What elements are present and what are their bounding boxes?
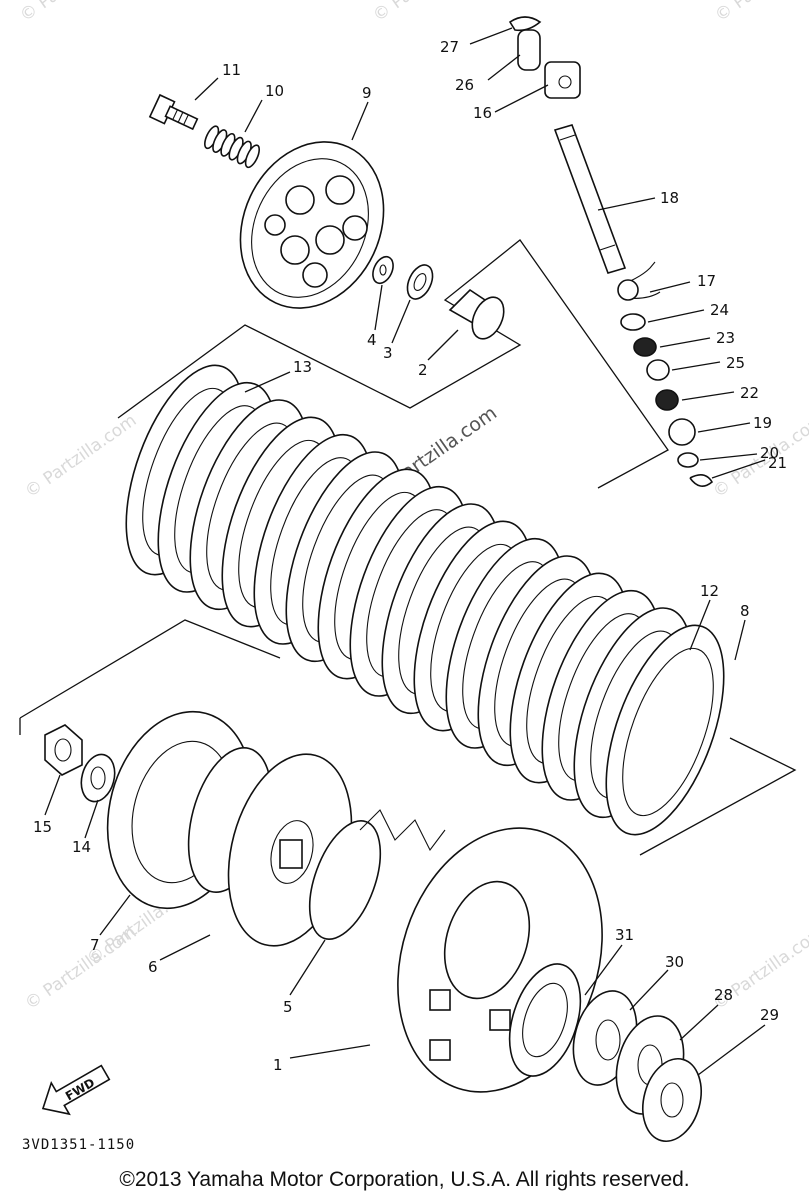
washer-part-20 <box>677 452 699 468</box>
callout-5: 5 <box>283 998 293 1016</box>
clutch-lever-parts-26-27-16 <box>508 16 581 99</box>
copyright-notice: ©2013 Yamaha Motor Corporation, U.S.A. A… <box>119 1168 690 1191</box>
callout-16: 16 <box>473 104 492 122</box>
callout-15: 15 <box>33 818 52 836</box>
bearing-part-22 <box>655 389 679 411</box>
bolt-part-11 <box>148 93 199 131</box>
callout-11: 11 <box>222 61 241 79</box>
callout-13: 13 <box>293 358 312 376</box>
leader-lines <box>44 27 766 1076</box>
watermark: © Partzilla.com <box>16 0 135 26</box>
bearing-part-3 <box>406 264 434 300</box>
watermark: © Partzilla.com <box>711 0 809 26</box>
callout-24: 24 <box>710 301 729 319</box>
callout-31: 31 <box>615 926 634 944</box>
callout-labels: 1 2 3 4 5 6 7 8 9 10 11 12 13 14 15 16 1… <box>33 38 787 1074</box>
circlip-part-21 <box>689 474 714 487</box>
callout-28: 28 <box>714 986 733 1004</box>
callout-3: 3 <box>383 344 393 362</box>
callout-21: 21 <box>768 454 787 472</box>
right-stack-parts <box>617 261 714 487</box>
washer-part-4 <box>372 255 394 285</box>
callout-19: 19 <box>753 414 772 432</box>
lower-assembly-outline <box>19 619 281 719</box>
callout-18: 18 <box>660 189 679 207</box>
callout-9: 9 <box>362 84 372 102</box>
gear-part-19 <box>668 418 696 446</box>
nut-part-15 <box>44 724 83 776</box>
watermark: © Partzilla.com <box>21 922 140 1014</box>
watermark: © Partzilla.com <box>369 0 488 26</box>
callout-12: 12 <box>700 582 719 600</box>
callout-1: 1 <box>273 1056 283 1074</box>
forward-direction-arrow: FWD <box>41 1064 111 1116</box>
push-rod-part-2 <box>448 288 505 340</box>
clutch-plate-stack <box>125 364 725 836</box>
callout-23: 23 <box>716 329 735 347</box>
washer-hole <box>379 264 387 276</box>
spring-coil-part-17 <box>617 279 639 301</box>
push-lever-shaft-part-18 <box>553 124 627 274</box>
callout-17: 17 <box>697 272 716 290</box>
document-code: 3VD1351-1150 <box>22 1137 136 1153</box>
spring-part-10 <box>204 125 261 169</box>
callout-8: 8 <box>740 602 750 620</box>
callout-30: 30 <box>665 953 684 971</box>
lock-washer-part-14 <box>80 753 116 803</box>
callout-4: 4 <box>367 331 377 349</box>
callout-29: 29 <box>760 1006 779 1024</box>
oil-seal-part-23 <box>633 337 657 357</box>
pressure-plate-part-9 <box>239 141 385 309</box>
callout-6: 6 <box>148 958 158 976</box>
callout-20: 20 <box>760 444 779 462</box>
callout-25: 25 <box>726 354 745 372</box>
callout-26: 26 <box>455 76 474 94</box>
callout-2: 2 <box>418 361 428 379</box>
callout-27: 27 <box>440 38 459 56</box>
callout-14: 14 <box>72 838 91 856</box>
clutch-plate <box>605 624 725 836</box>
washer-part-29 <box>642 1057 702 1143</box>
callout-10: 10 <box>265 82 284 100</box>
thrust-washer-part-5 <box>308 820 382 940</box>
bearing-part-25 <box>646 359 670 381</box>
washer-part-24 <box>620 313 646 331</box>
right-assembly-outline <box>639 737 797 856</box>
watermark: © Partzilla.com <box>21 410 140 502</box>
callout-22: 22 <box>740 384 759 402</box>
plate-inner-ring <box>622 647 714 817</box>
callout-7: 7 <box>90 936 100 954</box>
